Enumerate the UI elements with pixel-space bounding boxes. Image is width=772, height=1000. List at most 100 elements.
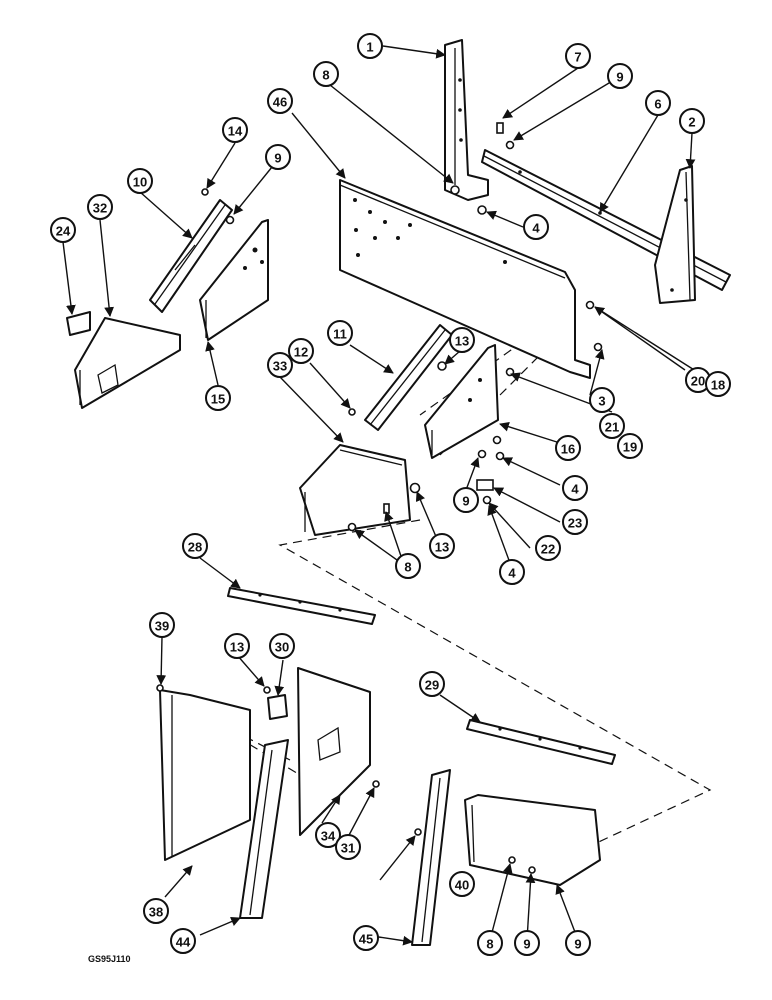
part-16-plate [424, 344, 499, 459]
callout-circle [315, 822, 341, 848]
callout-circle [599, 413, 625, 439]
callout-label: 34 [321, 829, 336, 844]
part-46-panel [339, 179, 591, 379]
part-34-panel [297, 667, 371, 836]
callout-label: 1 [366, 40, 373, 55]
callout-circle [419, 671, 445, 697]
callout-label: 22 [541, 542, 555, 557]
callout-label: 8 [404, 560, 411, 575]
callout-circle [288, 338, 314, 364]
callout-label: 9 [574, 937, 581, 952]
part-28-angle-bar [227, 587, 376, 625]
callout-circle [127, 168, 153, 194]
callout-label: 39 [155, 619, 169, 634]
callout-circle [514, 930, 540, 956]
callout-label: 4 [508, 566, 516, 581]
callout-circle [645, 90, 671, 116]
part-40-panel [464, 794, 601, 886]
callout-circle [562, 509, 588, 535]
callout-label: 11 [333, 327, 347, 342]
callout-circle [267, 352, 293, 378]
callout-label: 20 [691, 374, 705, 389]
callout-circle [353, 925, 379, 951]
callout-label: 9 [523, 937, 530, 952]
part-45-post [411, 769, 451, 946]
callout-circle [87, 194, 113, 220]
callout-circle [267, 88, 293, 114]
callout-circle [170, 928, 196, 954]
callout-circle [222, 117, 248, 143]
callout-label: 2 [688, 115, 695, 130]
callout-circle [565, 43, 591, 69]
callout-label: 44 [176, 935, 191, 950]
callout-circle [313, 61, 339, 87]
callout-circle [453, 487, 479, 513]
callout-circle [335, 834, 361, 860]
callout-label: 13 [455, 334, 469, 349]
part-32-gusset [74, 317, 181, 409]
callout-circle [562, 475, 588, 501]
callout-circle [182, 533, 208, 559]
part-30-plate [267, 694, 288, 720]
callout-label: 14 [228, 124, 243, 139]
callout-label: 8 [322, 68, 329, 83]
part-10-bracket [149, 199, 233, 313]
callout-circle [265, 144, 291, 170]
callout-label: 13 [435, 540, 449, 555]
callout-label: 46 [273, 95, 287, 110]
callout-label: 10 [133, 175, 147, 190]
callout-label: 3 [598, 394, 605, 409]
part-2-right-upright [654, 165, 696, 304]
callout-circle [143, 898, 169, 924]
part-44-post [239, 739, 289, 919]
callout-label: 9 [462, 494, 469, 509]
callout-label: 15 [211, 392, 225, 407]
callout-label: 31 [341, 841, 355, 856]
callout-label: 4 [532, 221, 540, 236]
callout-label: 33 [273, 359, 287, 374]
callout-label: 32 [93, 201, 107, 216]
callout-label: 30 [275, 640, 289, 655]
callout-circle [205, 385, 231, 411]
callout-label: 6 [654, 97, 661, 112]
callout-circle [617, 433, 643, 459]
part-29-angle-bar [466, 719, 616, 765]
callout-label: 40 [455, 878, 469, 893]
callout-label: 45 [359, 932, 373, 947]
callout-circle [589, 387, 615, 413]
callout-label: 13 [230, 640, 244, 655]
callout-label: 19 [623, 440, 637, 455]
callout-circle [499, 559, 525, 585]
callout-label: 28 [188, 540, 202, 555]
callout-label: 29 [425, 678, 439, 693]
part-15-plate [199, 219, 269, 341]
callout-circle [535, 535, 561, 561]
part-33-gusset [299, 444, 411, 536]
figure-code: GS95J110 [88, 954, 131, 964]
callout-circle [429, 533, 455, 559]
callout-label: 4 [571, 482, 579, 497]
part-1-upright-post [444, 39, 489, 201]
callout-label: 9 [274, 151, 281, 166]
callout-circle [149, 612, 175, 638]
callout-label: 9 [616, 70, 623, 85]
callout-circle [357, 33, 383, 59]
callout-label: 12 [294, 345, 308, 360]
callout-circle [555, 435, 581, 461]
callout-circle [477, 930, 503, 956]
callout-circle [607, 63, 633, 89]
callout-label: 24 [56, 224, 71, 239]
callout-circle [679, 108, 705, 134]
callout-circle [565, 930, 591, 956]
callout-circle [224, 633, 250, 659]
callout-circle [523, 214, 549, 240]
callout-circle [449, 327, 475, 353]
callout-circle [269, 633, 295, 659]
callout-circle [705, 371, 731, 397]
callout-label: 23 [568, 516, 582, 531]
callout-label: 38 [149, 905, 163, 920]
leader-lines [62, 45, 711, 946]
